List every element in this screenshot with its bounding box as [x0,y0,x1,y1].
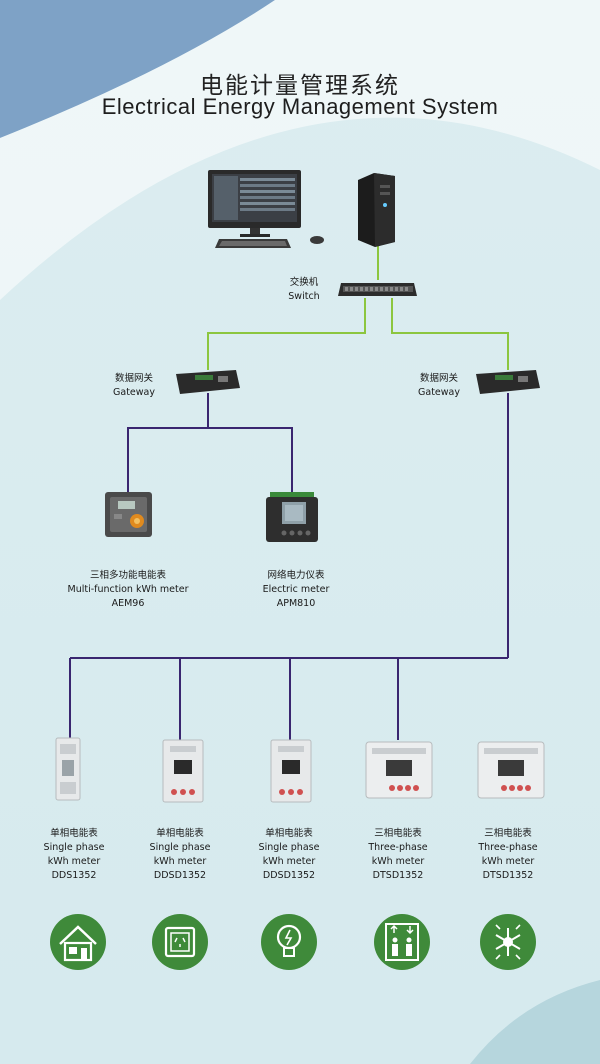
keyboard-icon [215,239,291,248]
light-swoosh [0,0,600,300]
meter-label-5-en1: Three-phase [478,842,538,853]
meter-label-5-cn: 三相电能表 [484,828,532,839]
elevator-icon [374,914,430,970]
apm810-label-cn: 网络电力仪表 [267,570,325,581]
switch-label-en: Switch [288,291,320,302]
gateway-label-left-en: Gateway [113,387,155,398]
meter-label-5: 三相电能表 Three-phase kWh meter DTSD1352 [468,827,548,883]
air-conditioning-icon [480,914,536,970]
line-gateway-apm810 [208,427,293,492]
corner-decoration-top [0,0,275,138]
gateway-label-right: 数据网关 Gateway [407,372,471,400]
socket-icon [152,914,208,970]
monitor-icon [208,170,301,237]
switch-label-cn: 交换机 [289,277,319,288]
aem96-label-cn: 三相多功能电能表 [89,570,166,581]
meter-label-4-model: DTSD1352 [372,870,424,881]
meter-label-5-en2: kWh meter [481,856,535,867]
apm810-label-model: APM810 [276,598,316,609]
gateway-label-right-cn: 数据网关 [419,373,458,384]
switch-device-icon [338,283,417,296]
ddsd1352-meter-icon-2 [270,739,312,803]
aem96-label: 三相多功能电能表 Multi-function kWh meter AEM96 [58,569,198,611]
meter-label-4-cn: 三相电能表 [374,828,422,839]
title-english: Electrical Energy Management System [101,94,499,119]
meter-label-3-cn: 单相电能表 [265,828,313,839]
meter-label-4-en1: Three-phase [368,842,428,853]
meter-label-1-en1: Single phase [43,842,105,853]
ddsd1352-meter-icon-1 [162,739,204,803]
meter-label-2-en1: Single phase [149,842,211,853]
dds1352-meter-icon [55,737,81,801]
dtsd1352-meter-icon-1 [365,741,433,799]
purple-connections [69,393,509,740]
apm810-label-en: Electric meter [262,584,330,595]
meter-label-3-model: DDSD1352 [262,870,316,881]
line-switch-gateway-right [391,298,509,370]
meter-label-3-en1: Single phase [258,842,320,853]
green-connections [207,246,509,370]
title-chinese: 电能计量管理系统 [200,73,400,99]
house-icon [50,914,106,970]
meter-label-2-cn: 单相电能表 [156,828,204,839]
server-tower-icon [358,173,395,247]
meter-label-2: 单相电能表 Single phase kWh meter DDSD1352 [140,827,220,883]
line-switch-gateway-left [207,298,366,370]
aem96-label-model: AEM96 [111,598,145,609]
meter-label-3: 单相电能表 Single phase kWh meter DDSD1352 [249,827,329,883]
corner-decoration-bottom [470,980,600,1064]
gateway-label-left: 数据网关 Gateway [102,372,166,400]
meter-label-1-en2: kWh meter [47,856,101,867]
gateway-label-right-en: Gateway [418,387,460,398]
meter-label-5-model: DTSD1352 [482,870,534,881]
meter-label-2-en2: kWh meter [153,856,207,867]
line-gateway-aem96 [127,393,209,492]
meter-label-1: 单相电能表 Single phase kWh meter DDS1352 [34,827,114,883]
switch-label: 交换机 Switch [274,276,334,304]
apm810-label: 网络电力仪表 Electric meter APM810 [246,569,346,611]
aem96-label-en: Multi-function kWh meter [67,584,189,595]
gateway-device-icon-right [476,370,540,394]
meter-label-2-model: DDSD1352 [153,870,207,881]
meter-label-1-cn: 单相电能表 [50,828,98,839]
meter-label-4-en2: kWh meter [371,856,425,867]
meter-label-3-en2: kWh meter [262,856,316,867]
meter-label-4: 三相电能表 Three-phase kWh meter DTSD1352 [358,827,438,883]
aem96-meter-icon [105,492,152,537]
gateway-label-left-cn: 数据网关 [114,373,153,384]
meter-label-1-model: DDS1352 [51,870,97,881]
apm810-meter-icon [266,492,318,542]
mouse-icon [310,236,324,244]
lightbulb-icon [261,914,317,970]
dtsd1352-meter-icon-2 [477,741,545,799]
gateway-device-icon-left [176,370,240,394]
